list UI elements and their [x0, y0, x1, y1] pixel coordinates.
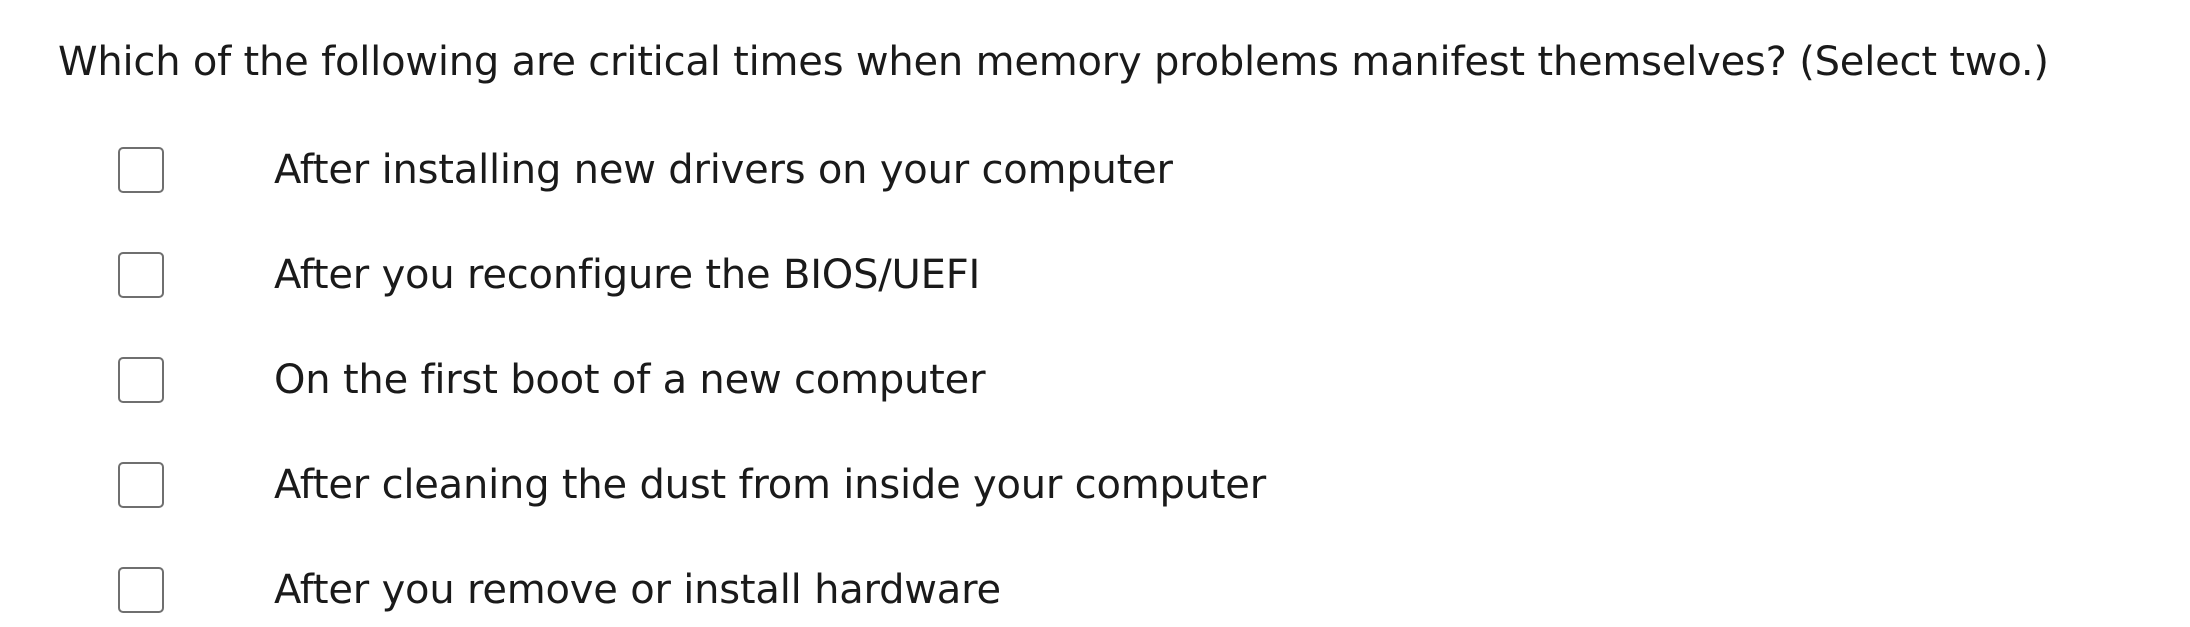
option-2-checkbox[interactable] — [118, 252, 164, 298]
option-3[interactable]: On the first boot of a new computer — [118, 352, 986, 408]
option-3-label[interactable]: On the first boot of a new computer — [274, 357, 986, 403]
option-5[interactable]: After you remove or install hardware — [118, 562, 1001, 618]
option-1-checkbox[interactable] — [118, 147, 164, 193]
option-4-checkbox[interactable] — [118, 462, 164, 508]
option-5-checkbox[interactable] — [118, 567, 164, 613]
option-4-label[interactable]: After cleaning the dust from inside your… — [274, 462, 1266, 508]
option-5-label[interactable]: After you remove or install hardware — [274, 567, 1001, 613]
option-1-label[interactable]: After installing new drivers on your com… — [274, 147, 1173, 193]
question-text: Which of the following are critical time… — [58, 39, 2049, 85]
option-4[interactable]: After cleaning the dust from inside your… — [118, 457, 1266, 513]
option-1[interactable]: After installing new drivers on your com… — [118, 142, 1173, 198]
option-2[interactable]: After you reconfigure the BIOS/UEFI — [118, 247, 980, 303]
option-3-checkbox[interactable] — [118, 357, 164, 403]
option-2-label[interactable]: After you reconfigure the BIOS/UEFI — [274, 252, 981, 298]
